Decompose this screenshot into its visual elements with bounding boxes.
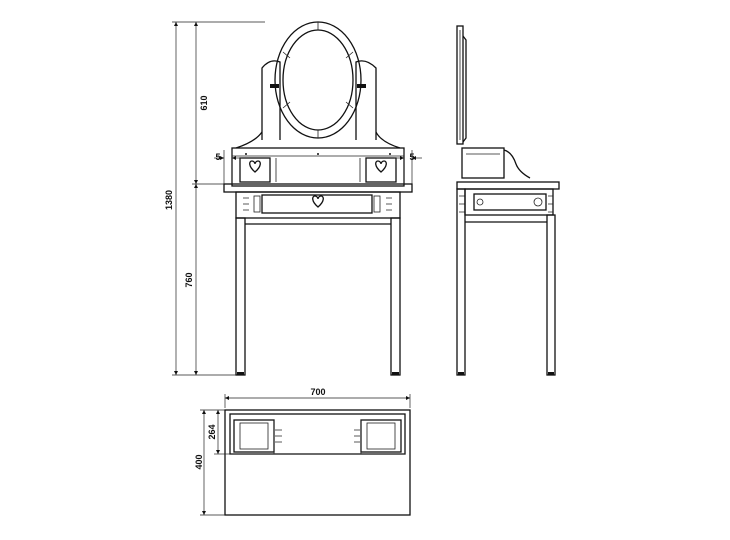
left-pivot-pin [270,84,279,88]
left-overhang-label: 5 [215,152,220,162]
side-table-top [456,181,560,190]
heart-icon [312,195,324,208]
apron-hardware [243,197,392,211]
right-small-drawer [365,157,397,183]
right-overhang-label: 5 [409,152,414,162]
mirror-frame-joints [282,22,354,138]
mirror-height-label: 610 [199,95,209,110]
side-front-leg [456,188,466,376]
left-small-drawer [239,157,271,183]
mirror-side-bracket [462,35,467,143]
vertical-dimensions: 1380 610 760 [164,21,265,376]
width-label: 700 [310,387,325,397]
top-view [224,409,411,516]
table-top [223,183,413,193]
heart-icon [375,160,387,173]
mirror-oval-inner [282,29,354,131]
total-height-label: 1380 [164,190,174,210]
side-view [456,25,560,376]
left-front-leg [235,217,246,376]
mirror-side-profile [456,25,464,145]
depth-label: 400 [194,454,204,469]
side-apron [464,188,554,216]
main-drawer [261,194,373,214]
right-pivot-pin [357,84,366,88]
mirror-shoulders [235,131,401,149]
side-drawer-box [461,147,505,179]
drawer-depth-label: 264 [207,424,217,439]
side-back-leg [546,214,556,376]
side-drawer-back-curve [503,149,531,179]
mirror-backboard [261,60,377,140]
side-hardware [459,195,553,213]
side-drawer [473,193,547,211]
top-view-dimensions: 700 400 264 [194,387,411,516]
right-front-leg [390,217,401,376]
front-view [223,21,413,376]
top-view-outline [224,409,411,516]
table-height-label: 760 [184,272,194,287]
apron [235,191,401,219]
top-view-hardware [275,429,360,443]
overhang-dimensions: 5 5 [214,150,422,184]
heart-icon [249,160,261,173]
mirror-oval-outer [274,21,362,139]
